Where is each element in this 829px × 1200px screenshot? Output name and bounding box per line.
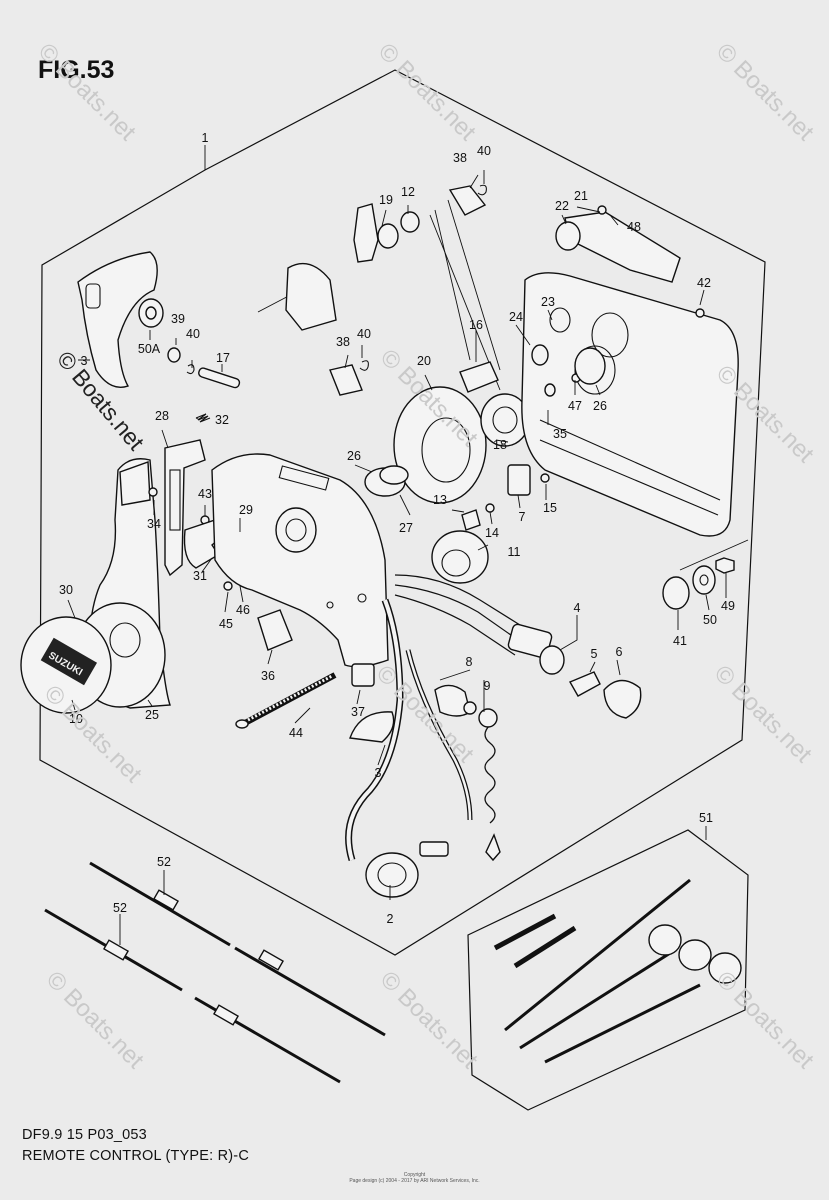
label-52b: 52 bbox=[113, 901, 127, 915]
main-housing bbox=[211, 453, 389, 668]
label-28: 28 bbox=[155, 409, 169, 423]
bolt-kit-51 bbox=[493, 878, 742, 1064]
label-41: 41 bbox=[673, 634, 687, 648]
label-4: 4 bbox=[574, 601, 581, 615]
copyright-notice: Copyright Page design (c) 2004 - 2017 by… bbox=[300, 1172, 529, 1184]
kit-boundary bbox=[467, 829, 749, 1111]
label-37: 37 bbox=[351, 705, 365, 719]
label-40a: 40 bbox=[186, 327, 200, 341]
label-6: 6 bbox=[616, 645, 623, 659]
label-39: 39 bbox=[171, 312, 185, 326]
label-15: 15 bbox=[543, 501, 557, 515]
label-45: 45 bbox=[219, 617, 233, 631]
label-49: 49 bbox=[721, 599, 735, 613]
label-38b: 38 bbox=[336, 335, 350, 349]
label-14: 14 bbox=[485, 526, 499, 540]
label-3b: 3 bbox=[375, 766, 382, 780]
callout-labels: 1 3 50A 39 40 17 28 32 34 43 29 31 30 45… bbox=[59, 131, 735, 926]
label-12: 12 bbox=[401, 185, 415, 199]
label-34: 34 bbox=[147, 517, 161, 531]
label-13: 13 bbox=[433, 493, 447, 507]
copyright-line: Page design (c) 2004 - 2017 by ARI Netwo… bbox=[349, 1178, 480, 1184]
copyright-line: Copyright bbox=[403, 1172, 426, 1178]
label-27: 27 bbox=[399, 521, 413, 535]
washer-50a bbox=[138, 298, 164, 328]
label-26a: 26 bbox=[347, 449, 361, 463]
label-50: 50 bbox=[703, 613, 717, 627]
main-lever bbox=[74, 458, 171, 709]
suzuki-cap: SUZUKI bbox=[20, 616, 112, 714]
caption-model: DF9.9 15 P03_053 bbox=[22, 1127, 147, 1143]
figure-title: FIG.53 bbox=[38, 56, 115, 84]
top-cover-21 bbox=[555, 211, 681, 283]
label-31: 31 bbox=[193, 569, 207, 583]
label-25: 25 bbox=[145, 708, 159, 722]
label-8: 8 bbox=[466, 655, 473, 669]
bolt-44 bbox=[235, 672, 337, 729]
plate-20 bbox=[393, 386, 487, 504]
assembly-boundary bbox=[39, 69, 766, 956]
label-3a: 3 bbox=[81, 354, 88, 368]
label-48: 48 bbox=[627, 220, 641, 234]
connector-2 bbox=[365, 841, 449, 898]
label-36: 36 bbox=[261, 669, 275, 683]
label-21: 21 bbox=[574, 189, 588, 203]
label-11: 11 bbox=[508, 545, 521, 559]
label-46: 46 bbox=[236, 603, 250, 617]
label-47: 47 bbox=[568, 399, 582, 413]
label-23: 23 bbox=[541, 295, 555, 309]
label-20: 20 bbox=[417, 354, 431, 368]
label-17: 17 bbox=[216, 351, 230, 365]
label-42: 42 bbox=[697, 276, 711, 290]
label-44: 44 bbox=[289, 726, 303, 740]
label-43: 43 bbox=[198, 487, 212, 501]
label-2: 2 bbox=[387, 912, 394, 926]
cable-52-lower bbox=[44, 908, 341, 1084]
label-10: 10 bbox=[69, 712, 83, 726]
label-40b: 40 bbox=[477, 144, 491, 158]
label-26b: 26 bbox=[593, 399, 607, 413]
switch-8 bbox=[434, 684, 477, 717]
buzzer-11 bbox=[431, 530, 489, 584]
link-28 bbox=[164, 439, 206, 577]
label-24: 24 bbox=[509, 310, 523, 324]
label-19: 19 bbox=[379, 193, 393, 207]
label-30: 30 bbox=[59, 583, 73, 597]
label-32: 32 bbox=[215, 413, 229, 427]
label-9: 9 bbox=[484, 679, 491, 693]
label-7: 7 bbox=[519, 510, 526, 524]
cable-52-upper bbox=[89, 861, 386, 1037]
lever-19 bbox=[353, 203, 399, 263]
label-22: 22 bbox=[555, 199, 569, 213]
label-16: 16 bbox=[469, 318, 483, 332]
label-50a: 50A bbox=[138, 342, 161, 356]
pin-17 bbox=[198, 367, 241, 389]
label-5: 5 bbox=[591, 647, 598, 661]
switch-4 bbox=[507, 623, 565, 675]
label-1: 1 bbox=[202, 131, 209, 145]
label-51: 51 bbox=[699, 811, 713, 825]
label-18: 18 bbox=[493, 438, 507, 452]
label-29: 29 bbox=[239, 503, 253, 517]
lever-handle bbox=[77, 251, 158, 388]
label-40c: 40 bbox=[357, 327, 371, 341]
label-52a: 52 bbox=[157, 855, 171, 869]
label-38a: 38 bbox=[453, 151, 467, 165]
label-35: 35 bbox=[553, 427, 567, 441]
side-cover bbox=[521, 272, 739, 537]
caption-title: REMOTE CONTROL (TYPE: R)-C bbox=[22, 1148, 249, 1164]
